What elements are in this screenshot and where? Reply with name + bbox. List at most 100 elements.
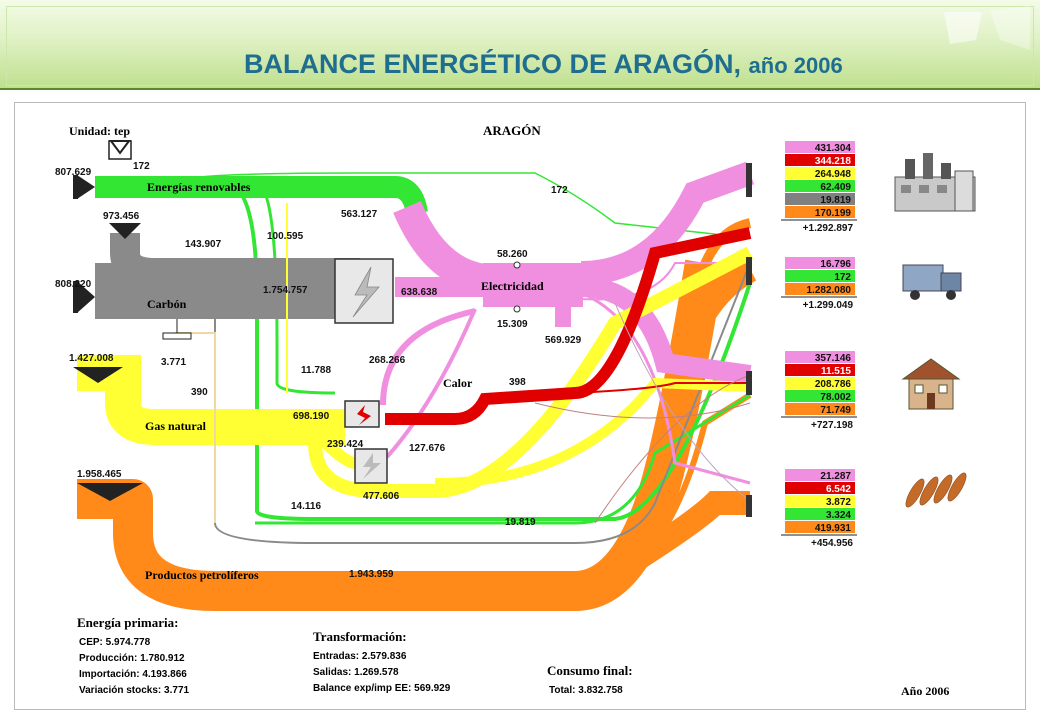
carbon-value: 808.220 — [55, 279, 92, 290]
sector-value: 172 — [834, 272, 851, 283]
unit-legend-marker — [109, 140, 131, 155]
consumo-heading: Consumo final: — [547, 663, 633, 678]
flow-calor-value: 398 — [509, 377, 526, 388]
petroleo-flow-value: 1.943.959 — [349, 569, 394, 580]
flow-gas-to-plant2 — [310, 428, 356, 469]
electricidad-label: Electricidad — [481, 279, 544, 293]
corner-decoration — [944, 6, 1030, 50]
flow-gas-final-value: 477.606 — [363, 491, 400, 502]
elec-marker-top — [513, 261, 521, 269]
flow-carbon-thin — [214, 262, 751, 544]
flow-chp-elec-value: 268.266 — [369, 355, 406, 366]
sector-value: 11.515 — [821, 366, 851, 377]
house-icon — [901, 358, 961, 410]
sector-value: 1.282.080 — [807, 285, 852, 296]
sector-value-cell — [785, 283, 855, 295]
flow-calor-res — [574, 382, 750, 394]
flow-elec-from-chp — [380, 308, 476, 406]
sector-tables: 431.304344.218264.94862.40919.819170.199… — [781, 141, 857, 549]
page-title-text: BALANCE ENERGÉTICO DE ARAGÓN, — [244, 49, 742, 79]
stock-box — [162, 332, 192, 340]
sector-value: 208.786 — [815, 379, 852, 390]
year-label: Año 2006 — [901, 684, 949, 698]
sector-value-cell — [785, 508, 855, 520]
sector-value: 431.304 — [815, 143, 852, 154]
lightning-icon — [352, 266, 380, 318]
primaria-heading: Energía primaria: — [77, 615, 178, 630]
sector-value-cell — [785, 257, 855, 269]
elec-marker-bottom — [513, 305, 521, 313]
flow-gas-main — [77, 355, 345, 445]
chp-lightning-icon — [357, 405, 371, 425]
sector-bar-residencial — [746, 371, 752, 395]
sector-value-cell — [785, 403, 855, 415]
electricidad-node — [483, 263, 583, 307]
sector-value-cell — [785, 270, 855, 282]
flow-calor — [385, 227, 752, 425]
gas-source — [73, 367, 123, 383]
transformacion-line: Salidas: 1.269.578 — [313, 667, 399, 678]
sector-value: 344.218 — [815, 156, 852, 167]
sector-value-cell — [785, 390, 855, 402]
plant2-lightning-icon — [363, 453, 381, 479]
sector-bar-industria — [746, 163, 752, 197]
sector-value: 71.749 — [820, 405, 851, 416]
unit-value: 172 — [133, 161, 150, 172]
truck-icon — [902, 264, 962, 300]
carbon-label: Carbón — [147, 297, 187, 311]
page-title-year: año 2006 — [748, 53, 843, 78]
stock-value: 3.771 — [161, 357, 186, 368]
flow-renovables-thin3 — [255, 393, 751, 525]
flow-ren-misc-value: 143.907 — [185, 239, 222, 250]
flow-elec-from-ren — [393, 200, 488, 294]
flow-elec-industry — [580, 161, 755, 285]
sector-value: 3.872 — [826, 497, 851, 508]
flow-plant-elec-value: 638.638 — [401, 287, 438, 298]
sector-value: 170.199 — [815, 208, 852, 219]
sector-value-cell — [785, 377, 855, 389]
sector-value-cell — [785, 482, 855, 494]
flow-elec-export-value: 569.929 — [545, 335, 582, 346]
flow-gas-chp-value: 698.190 — [293, 411, 330, 422]
flow-ren-bottom-value: 14.116 — [291, 501, 321, 512]
flow-cross-2 — [614, 302, 751, 502]
electricidad-export — [555, 303, 571, 327]
sector-value-cell — [785, 180, 855, 192]
flow-gas-plant-value: 239.424 — [327, 439, 364, 450]
renovables-label: Energías renovables — [147, 180, 251, 194]
sector-value-cell — [785, 495, 855, 507]
flow-renovables-thin2 — [263, 192, 336, 395]
flow-elec-in-bottom: 15.309 — [497, 319, 528, 330]
flow-ren-elec-value: 563.127 — [341, 209, 378, 220]
region-label: ARAGÓN — [483, 123, 541, 138]
flow-cross-1 — [594, 374, 751, 524]
transformacion-line: Entradas: 2.579.836 — [313, 651, 407, 662]
sector-value: 3.324 — [826, 510, 851, 521]
flow-coal-plant-value: 1.754.757 — [263, 285, 308, 296]
carbon-source — [77, 281, 95, 313]
unit-label: Unidad: tep — [69, 124, 130, 138]
renovables-source — [77, 175, 95, 199]
flow-gas-side-value: 11.788 — [301, 365, 331, 376]
gas-label: Gas natural — [145, 419, 207, 433]
calor-label: Calor — [443, 376, 473, 390]
transformacion-heading: Transformación: — [313, 629, 407, 644]
flow-ren-final-value: 19.819 — [505, 517, 536, 528]
sector-value-cell — [785, 193, 855, 205]
sector-value-cell — [785, 206, 855, 218]
sector-value: 78.002 — [820, 392, 851, 403]
diagram-panel: Unidad: tep ARAGÓN 172 807.629 Energías … — [14, 102, 1026, 710]
sector-value-cell — [785, 364, 855, 376]
factory-icon — [894, 153, 976, 212]
sector-value: 357.146 — [815, 353, 852, 364]
primaria-line: Producción: 1.780.912 — [79, 653, 185, 664]
flow-carbon-band — [95, 263, 335, 319]
consumo-line: Total: 3.832.758 — [549, 685, 623, 696]
flow-elec-agri — [580, 291, 751, 485]
flow-petroleo-agri — [608, 491, 750, 584]
flow-calor-flow-value: 382.673 — [441, 391, 478, 402]
flow-cross-3 — [534, 402, 751, 419]
sankey-diagram: Unidad: tep ARAGÓN 172 807.629 Energías … — [55, 123, 976, 698]
carbon-input-marker — [109, 223, 141, 239]
wheat-icon — [905, 472, 967, 508]
